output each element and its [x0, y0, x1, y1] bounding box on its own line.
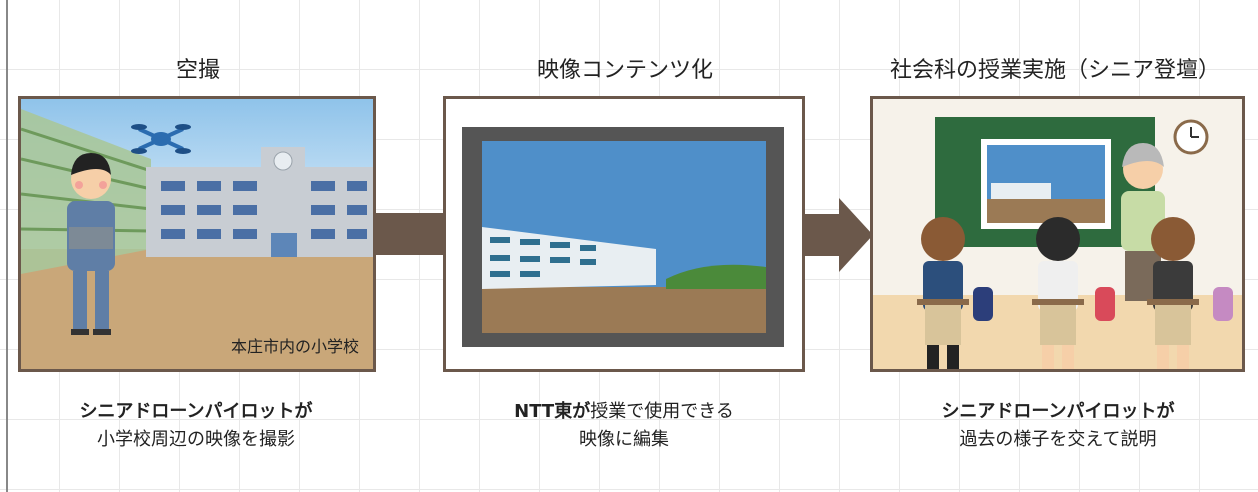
aerial-panel: 本庄市内の小学校: [18, 96, 376, 372]
step2-title: 映像コンテンツ化: [536, 58, 713, 83]
step2-caption-bold: NTT東: [514, 401, 573, 422]
drone-icon: [131, 124, 191, 154]
step2-caption-rest: 授業で使用できる: [590, 401, 734, 422]
step3-caption-bold: シニアドローンパイロットが: [941, 401, 1175, 422]
left-border-line: [6, 0, 8, 492]
step3-caption: シニアドローンパイロットが 過去の様子を交えて説明: [868, 398, 1248, 454]
classroom-panel: [870, 96, 1245, 372]
screen-icon: [482, 141, 766, 333]
students-icon: [917, 217, 1233, 369]
video-screen: [462, 127, 784, 347]
classroom-scene: [873, 99, 1242, 369]
step2-caption-mid: が: [572, 401, 591, 422]
step1-caption-bold: シニアドローンパイロットが: [79, 401, 313, 422]
step1-caption: シニアドローンパイロットが 小学校周辺の映像を撮影: [6, 398, 386, 454]
step1-title: 空撮: [175, 58, 220, 83]
video-panel: [443, 96, 805, 372]
arrow-icon: [805, 198, 873, 272]
clock-icon: [1173, 119, 1209, 155]
step3-title: 社会科の授業実施（シニア登壇）: [889, 58, 1220, 83]
step2-caption: NTT東が授業で使用できる 映像に編集: [434, 398, 814, 454]
step3-caption-text: 過去の様子を交えて説明: [959, 429, 1157, 450]
school-label: 本庄市内の小学校: [230, 337, 359, 356]
aerial-scene: [21, 99, 373, 369]
step1-caption-text: 小学校周辺の映像を撮影: [97, 429, 295, 450]
arrow-icon: [376, 213, 446, 255]
step2-caption-text: 映像に編集: [579, 429, 669, 450]
school-icon: [146, 147, 373, 257]
pilot-icon: [67, 153, 115, 335]
